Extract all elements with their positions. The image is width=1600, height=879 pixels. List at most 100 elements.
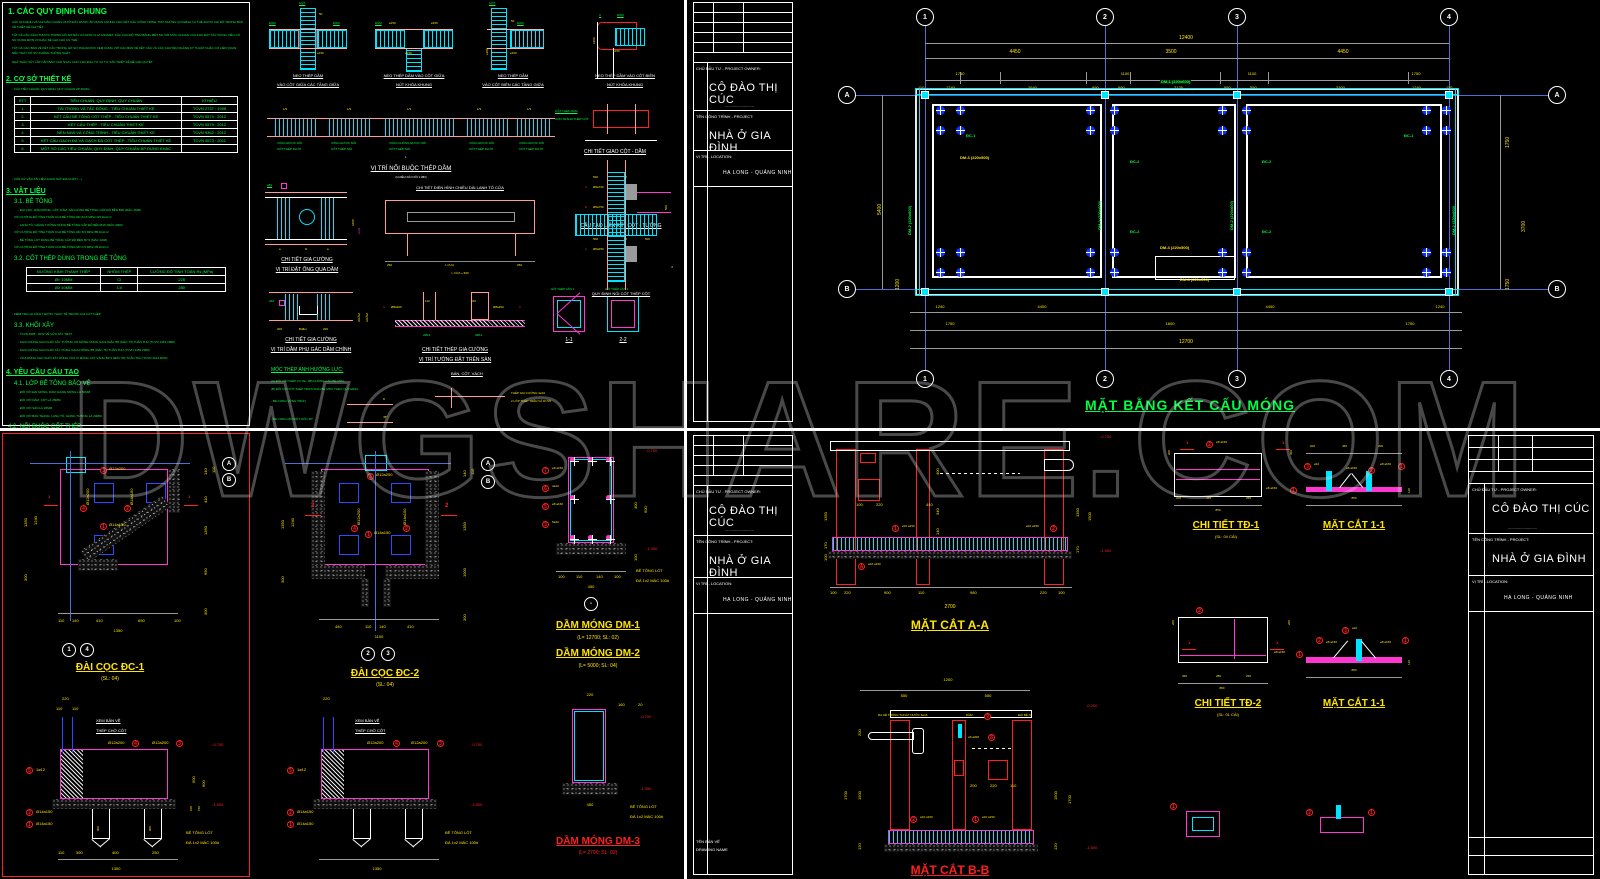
bb-drain-pipe	[868, 732, 914, 740]
dc1-sec-tag-5: 5	[26, 767, 33, 774]
pile	[1422, 126, 1431, 135]
mc2-tag-3: 3	[1342, 627, 1349, 634]
dc1-column-hatch	[66, 457, 86, 473]
beam-left-stirrups	[269, 30, 299, 48]
bb-tag-2: 2	[910, 816, 917, 823]
tb2-grid-col	[743, 435, 744, 475]
td1-sub: (SL: 04 CÁI)	[1214, 534, 1238, 539]
grid-bubble-right-a: A	[1548, 86, 1566, 104]
dm1-dim-v1: 400	[633, 502, 638, 509]
joint-1a	[921, 91, 929, 99]
mc1-bar-1	[1326, 471, 1332, 491]
gridline-1	[925, 26, 926, 370]
rebar-line	[487, 29, 544, 30]
quadrant-divider-vertical-top	[684, 0, 687, 428]
splice-title: VỊ TRÍ NỐI BUỘC THÉP DẦM	[370, 166, 452, 172]
section-aa-title: MẶT CẮT A-A	[910, 618, 990, 632]
slab-dim-r: 220	[471, 299, 477, 303]
aa-opening-1	[860, 453, 876, 463]
room-inner-small	[1155, 256, 1235, 280]
location-label-3: VỊ TRÍ - LOCATION:	[1472, 579, 1509, 584]
notes-s3-3-l2: - GẠCH DÙNG CHO KHỐI XÂY DÙNG GẠCH RỖNG …	[18, 348, 150, 352]
pipe-circle	[299, 209, 315, 225]
dc1-section-line-l	[44, 505, 58, 506]
stray-tag-2: 1	[1368, 809, 1375, 816]
pipe-dim-a2: a	[327, 247, 329, 251]
dc1-sub: (SL: 04)	[101, 676, 119, 682]
dim-det-11: 110	[1446, 85, 1453, 90]
dm1-lvl-top: -0.700	[646, 448, 658, 453]
aa-beam-stirrups	[833, 538, 1067, 550]
dim-tick	[1268, 72, 1269, 84]
table-row: 5 KẾT CẤU GẠCH ĐÁ VÀ GẠCH ĐÁ CỐT THÉP - …	[14, 136, 238, 145]
mc2-dim-v: 120	[1407, 659, 1411, 665]
dc2-rebar-tag-3: 3	[367, 473, 374, 480]
slab-tag-c-l: C	[383, 305, 386, 309]
dc1-concrete-note: BÊ TÔNG LÓT	[186, 830, 213, 835]
dim-det-9: 3300	[1336, 85, 1345, 90]
location-value-3: HẠ LONG - QUẢNG NINH	[1504, 595, 1573, 601]
lintel-jamb-l	[407, 234, 408, 256]
notes-section2-title: 2. CƠ SỞ THIẾT KẾ	[6, 76, 72, 83]
pipe-title-2: VỊ TRÍ ĐẶT ỐNG QUA DẦM	[275, 267, 339, 273]
column-line	[597, 22, 598, 78]
drawing-name-label2: DRAWING NAME	[696, 847, 728, 852]
pipe-beam-top2	[265, 197, 347, 198]
dim-500-2: 500	[593, 237, 599, 241]
dm1-rebar-5: ø8 a150	[552, 502, 564, 506]
sec-stirrup-r	[317, 294, 331, 320]
bb-rebar-3: ø6 a200	[968, 735, 980, 739]
room-outline-2	[1112, 104, 1236, 278]
grid-bubble-top-2: 2	[1096, 8, 1114, 26]
pile	[1442, 248, 1451, 257]
cell-stt: 4	[14, 128, 31, 137]
stray-tag-1: 2	[1306, 809, 1313, 816]
dm1-sub: (L= 12700; SL: 02)	[577, 635, 619, 641]
notes-s3-1-l2: - LANH TÔ, GIẰNG TƯỜNG DÙNG BÊ TÔNG CẤP …	[18, 223, 123, 227]
grid-bubble-right-b: B	[1548, 280, 1566, 298]
sec-beam-bot	[269, 320, 353, 321]
tb-sep-3	[693, 150, 793, 151]
section-2-2-title: 2-2	[619, 337, 627, 343]
notes-s1-b3: NHÀ THẦU XÂY LẮP CẦN BÁO CÁO NGAY CHO CH…	[12, 60, 154, 64]
dc2-dim-left-3: 300	[280, 576, 285, 583]
dc1-dim-right-4: 1350	[203, 526, 208, 535]
sec-beam-title2: VỊ TRÍ DẦM PHỤ GÁC DẦM CHÍNH	[270, 347, 352, 353]
tb-left-col	[707, 62, 708, 422]
cell-standard: NỀN NHÀ VÀ CÔNG TRÌNH - TIÊU CHUẨN THIẾT…	[30, 128, 182, 137]
grid-bubble-bot-3: 3	[1228, 370, 1246, 388]
dc2-pile-shaft-1	[353, 809, 371, 839]
dim-sub-top-3: 1100	[1247, 71, 1257, 76]
pile	[1086, 106, 1095, 115]
td2-title: CHI TIẾT TĐ-2	[1194, 698, 1262, 709]
splice-note-3b: CỐT THÉP NỐI	[389, 147, 411, 151]
dc2-section-line-l	[305, 515, 321, 516]
table-row: Ø≥ 10MM CII 280	[25, 283, 226, 292]
notes-section1-title: 1. CÁC QUY ĐỊNH CHUNG	[8, 7, 107, 16]
bb-dim-left-3: 200	[857, 729, 862, 736]
splice-note-1: VÙNG ĐƯỢC NỐI	[277, 141, 303, 145]
gridline-4	[1449, 26, 1450, 370]
bb-tag-1: 1	[972, 816, 979, 823]
gia-cuong-note2: 2 LỚP THÉP TRÊN VÀ DƯỚI	[511, 399, 552, 403]
dim-span-3: 4450	[1337, 49, 1349, 55]
label-dam-left: DẦM	[269, 21, 276, 25]
dc1-sec-pile-label-1: 900	[96, 825, 100, 831]
bb-note-drain: RA HỆ THỐNG THOÁT NƯỚC 4ø16	[878, 713, 928, 717]
stray-detail-2	[1320, 817, 1364, 833]
pile-cap-panel-1: 3 Ø12a200 4 Ø12a200 2 Ø14a150 1 Ø14a150 …	[0, 431, 252, 879]
tb3-sep-1	[1468, 483, 1594, 484]
th-code: KÍ HIỆU	[181, 96, 238, 105]
owner-sub-3: ..........................	[1508, 525, 1537, 530]
dc1-sec-dim-t1: 110	[56, 706, 63, 711]
title-block-bottom-left: CHỦ ĐẦU TƯ - PROJECT OWNER: CÔ ĐÀO THỊ C…	[687, 431, 797, 879]
table-row: 2 KẾT CẤU BÊ TÔNG CỐT THÉP - TIÊU CHUẨN …	[14, 112, 238, 121]
dc1-dim-left-2: 1240	[33, 516, 38, 525]
title-block-top: CHỦ ĐẦU TƯ - PROJECT OWNER: CÔ ĐÀO THỊ C…	[687, 0, 797, 428]
owner-value-3: CÔ ĐÀO THỊ CÚC	[1492, 503, 1590, 515]
anchorage-1-line1: NEO THÉP DẦM	[292, 73, 324, 78]
dc1-dim-b5: 100	[174, 618, 181, 623]
aa-dim-mid-v2: 340	[935, 508, 940, 515]
anchorage-1-line2: VÀO CỘT GIỮA CÁC TẦNG GIỮA	[276, 82, 340, 87]
dc2-dim-left-1: 1350	[280, 520, 285, 529]
